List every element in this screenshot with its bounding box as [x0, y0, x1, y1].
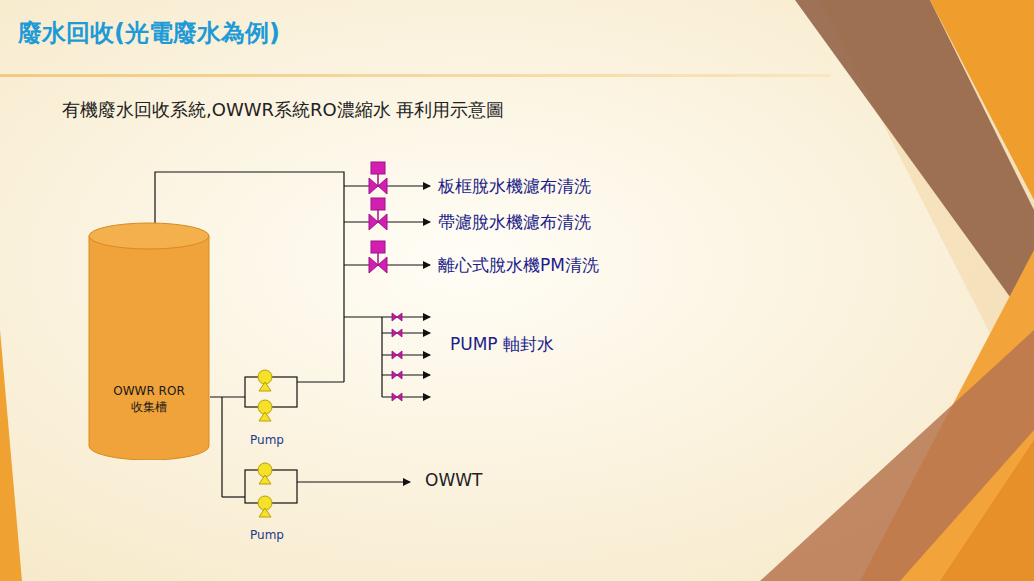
destination-label: 帶濾脫水機濾布清洗: [438, 211, 591, 233]
tank-label: OWWR ROR 收集槽: [101, 384, 197, 415]
destination-label: 離心式脫水機PM清洗: [438, 254, 599, 276]
pump-label: Pump: [250, 433, 284, 449]
pump-label: Pump: [250, 528, 284, 544]
subtitle: 有機廢水回收系統,OWWR系統RO濃縮水 再利用示意圖: [62, 98, 512, 122]
destination-label: 板框脫水機濾布清洗: [438, 175, 591, 197]
tank-outline: [88, 222, 210, 460]
collection-tank: OWWR ROR 收集槽: [88, 222, 210, 460]
slide-title: 廢水回收(光電廢水為例): [18, 18, 280, 49]
destination-label: OWWT: [425, 469, 482, 491]
destination-label: PUMP 軸封水: [450, 333, 554, 355]
